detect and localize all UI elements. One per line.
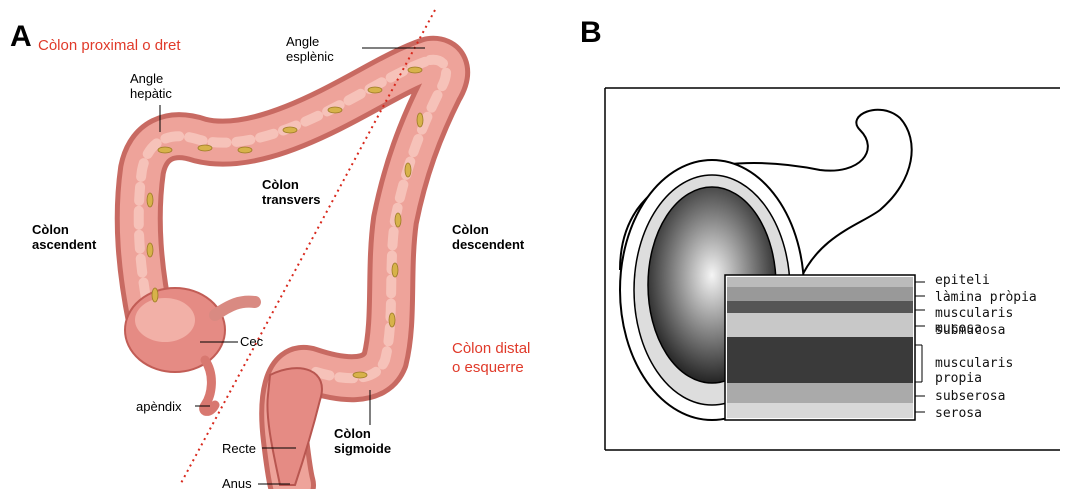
layer-label: serosa xyxy=(935,406,982,421)
appendix-shape xyxy=(204,360,215,411)
layer-label: submucosa xyxy=(935,323,1005,338)
layer-label: muscularis propia xyxy=(935,356,1067,386)
cec-label: Cec xyxy=(240,334,263,349)
layer-label: làmina pròpia xyxy=(935,290,1037,305)
apendix-label: apèndix xyxy=(136,399,182,414)
layer-label: subserosa xyxy=(935,389,1005,404)
rectum-shape xyxy=(267,368,322,485)
layer-label: epiteli xyxy=(935,273,990,288)
panel-b-letter: B xyxy=(580,18,602,48)
recte-label: Recte xyxy=(222,441,256,456)
